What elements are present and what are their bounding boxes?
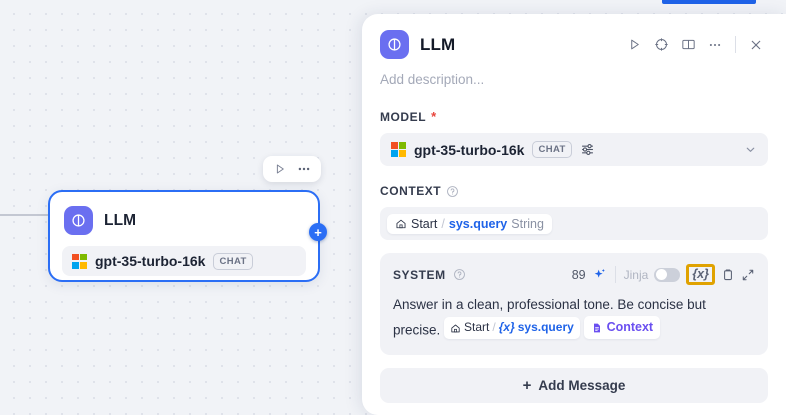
more-button[interactable]	[703, 33, 727, 57]
llm-glyph-icon	[72, 214, 85, 227]
play-icon	[630, 39, 639, 50]
ellipsis-icon	[298, 167, 310, 171]
header-divider	[735, 36, 736, 53]
node-floating-toolbar[interactable]	[263, 156, 321, 182]
inline-variable-chip[interactable]: Start / {x} sys.query	[444, 317, 580, 340]
prompt-line-2: precise.	[393, 322, 441, 338]
jinja-label: Jinja	[623, 267, 649, 282]
chevron-down-icon[interactable]	[744, 143, 757, 156]
context-label-text: CONTEXT	[380, 184, 442, 198]
model-select-value: gpt-35-turbo-16k	[414, 141, 525, 158]
inline-chip-x-marker: {x}	[498, 320, 515, 335]
home-icon	[450, 323, 461, 334]
microsoft-logo-icon	[391, 142, 406, 157]
locate-button[interactable]	[649, 33, 673, 57]
panel-header-actions	[622, 33, 768, 57]
microsoft-logo-icon	[72, 253, 87, 269]
system-label: SYSTEM	[393, 267, 446, 282]
ellipsis-icon	[709, 43, 721, 46]
close-button[interactable]	[744, 33, 768, 57]
model-required-marker: *	[431, 109, 437, 124]
node-more-button[interactable]	[293, 159, 315, 179]
add-message-label: Add Message	[538, 377, 626, 393]
prompt-line-1: Answer in a clean, professional tone. Be…	[393, 297, 706, 313]
add-message-button[interactable]: + Add Message	[380, 367, 768, 403]
panel-description-input[interactable]: Add description...	[380, 72, 485, 87]
token-count: 89	[571, 267, 586, 282]
sliders-icon[interactable]	[580, 142, 595, 157]
node-add-handle[interactable]: +	[309, 223, 327, 241]
panel-title: LLM	[420, 34, 456, 54]
inline-chip-variable: sys.query	[517, 320, 574, 335]
llm-glyph-icon	[388, 38, 401, 51]
node-title: LLM	[104, 211, 137, 229]
top-accent-bar	[662, 0, 756, 4]
plus-icon: +	[522, 376, 532, 394]
context-variable: sys.query	[448, 216, 508, 231]
system-card-actions: 89 Jinja {x}	[571, 264, 755, 286]
target-icon	[654, 38, 668, 51]
node-model-chip[interactable]: gpt-35-turbo-16k CHAT	[62, 246, 306, 276]
close-icon	[751, 40, 761, 49]
context-box[interactable]: Start / sys.query String	[380, 207, 768, 240]
panel-body: MODEL * gpt-35-turbo-16k CHAT	[362, 87, 786, 403]
context-variable-chip[interactable]: Start / sys.query String	[387, 213, 552, 234]
llm-node-icon	[64, 206, 93, 235]
model-section-label: MODEL *	[380, 109, 768, 124]
clipboard-icon[interactable]	[721, 268, 735, 282]
context-source: Start	[411, 216, 438, 231]
system-actions-divider	[614, 266, 616, 284]
document-icon	[591, 322, 603, 334]
context-reference-chip[interactable]: Context	[583, 316, 661, 340]
system-message-card: SYSTEM 89	[380, 253, 768, 355]
node-model-name: gpt-35-turbo-16k	[95, 253, 206, 269]
llm-panel-icon	[380, 30, 409, 59]
jinja-toggle[interactable]	[654, 267, 681, 282]
system-prompt-editor[interactable]: Answer in a clean, professional tone. Be…	[393, 294, 755, 342]
context-variable-type: String	[511, 216, 544, 231]
help-circle-icon[interactable]	[446, 185, 459, 198]
model-select-badge: CHAT	[532, 141, 572, 158]
expand-icon[interactable]	[741, 268, 755, 282]
sparkle-icon[interactable]	[592, 267, 607, 282]
docs-button[interactable]	[676, 33, 700, 57]
inline-chip-source: Start	[464, 320, 490, 335]
panel-header: LLM	[362, 14, 786, 59]
home-icon	[395, 218, 407, 230]
context-section-label: CONTEXT	[380, 184, 768, 198]
node-model-badge: CHAT	[213, 252, 253, 270]
system-card-header: SYSTEM 89	[393, 264, 755, 286]
run-node-button[interactable]	[269, 159, 291, 179]
llm-detail-panel: LLM	[362, 14, 786, 415]
canvas-edge-connector	[0, 214, 58, 216]
context-separator: /	[441, 216, 445, 231]
run-button[interactable]	[622, 33, 646, 57]
node-header: LLM	[50, 192, 318, 235]
model-select[interactable]: gpt-35-turbo-16k CHAT	[380, 133, 768, 166]
help-circle-icon[interactable]	[453, 268, 466, 281]
context-chip-label: Context	[606, 320, 654, 335]
model-label-text: MODEL	[380, 109, 427, 124]
play-icon	[276, 164, 284, 174]
inline-chip-separator: /	[492, 320, 496, 335]
book-icon	[681, 39, 695, 50]
llm-node[interactable]: LLM gpt-35-turbo-16k CHAT +	[48, 190, 327, 282]
insert-variable-button[interactable]: {x}	[686, 264, 715, 286]
